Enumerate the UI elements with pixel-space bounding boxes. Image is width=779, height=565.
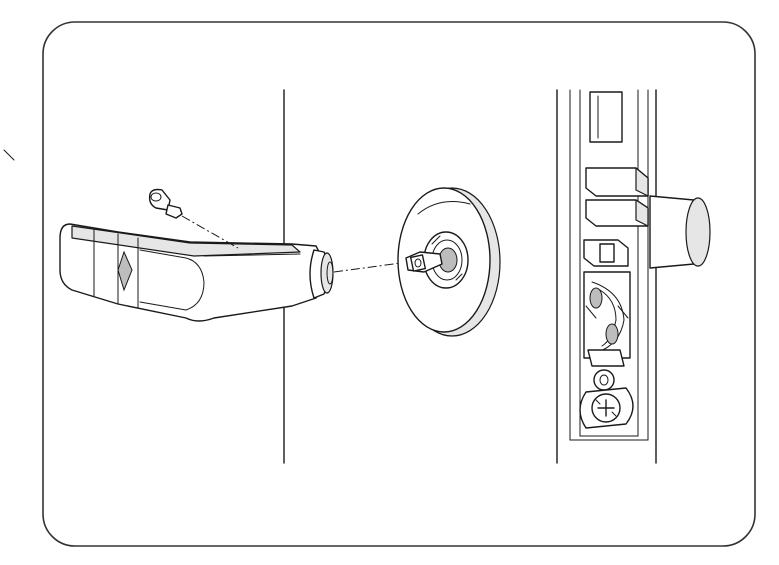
rose-plate [397, 187, 501, 337]
spindle-key [405, 251, 443, 273]
handle-spindle [309, 249, 334, 299]
spindle-alignment-line [333, 261, 409, 273]
grip-diamond [117, 250, 133, 292]
door-edge [556, 89, 657, 464]
set-screw [148, 188, 183, 219]
door-edge-lock-body [579, 167, 711, 429]
stray-mark [3, 149, 15, 161]
diagram-frame [42, 21, 756, 547]
phillips-screw-icon [597, 399, 615, 417]
screw-alignment-line [181, 215, 239, 249]
lever-handle [59, 223, 324, 322]
